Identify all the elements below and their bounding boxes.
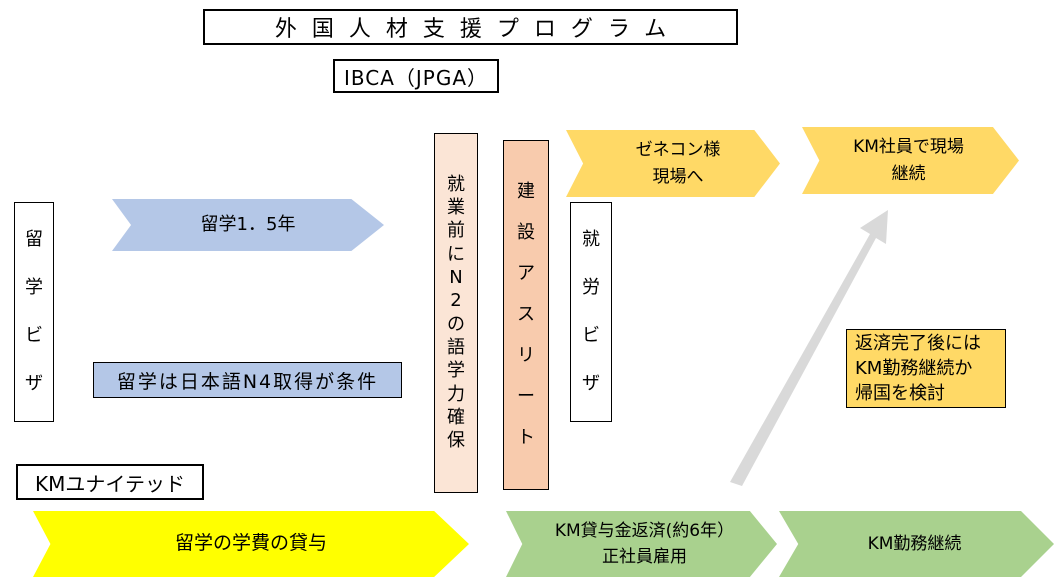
repayment-label-line1: KM貸与金返済(約6年） — [554, 520, 735, 541]
work-visa-char: 就 — [582, 229, 600, 250]
n4-condition-text: 留学は日本語N4取得が条件 — [116, 370, 379, 393]
study-visa-char: 留 — [25, 229, 43, 250]
athlete-char: ー — [517, 386, 535, 407]
n2-char: に — [447, 243, 465, 265]
n2-char: 業 — [447, 197, 465, 219]
n2-char: 2 — [450, 290, 462, 312]
km-employee-label-line2: 継続 — [891, 163, 926, 184]
work-visa-char: ビ — [582, 325, 600, 346]
repayment-label-line2: 正社員雇用 — [601, 547, 687, 567]
company-label: KMユナイテッド — [35, 471, 185, 496]
zenecon-label-line1: ゼネコン様 — [635, 140, 721, 161]
study-visa-box: 留 学 ビ ザ — [14, 202, 54, 422]
after-repayment-line1: 返済完了後には — [855, 333, 981, 354]
study-visa-char: ザ — [25, 373, 43, 394]
n2-char: 力 — [447, 383, 465, 405]
km-employee-label-line1: KM社員で現場 — [853, 137, 964, 158]
study-period-arrow: 留学1．5年 — [112, 199, 384, 251]
n2-char: N — [449, 267, 463, 289]
after-repayment-line2: KM勤務継続か — [855, 358, 973, 379]
n2-char: 学 — [447, 360, 465, 382]
n2-char: 語 — [447, 336, 465, 358]
n2-language-box: 就 業 前 に N 2 の 語 学 力 確 保 — [434, 133, 478, 493]
n2-char: 前 — [447, 220, 465, 242]
construction-athlete-box: 建 設 ア ス リ ー ト — [503, 140, 549, 490]
n2-char: 保 — [447, 430, 465, 452]
diagonal-arrow-shape — [730, 210, 888, 486]
repayment-arrow: KM貸与金返済(約6年） 正社員雇用 — [506, 511, 777, 577]
athlete-char: 建 — [517, 181, 535, 202]
study-period-label: 留学1．5年 — [200, 214, 296, 236]
after-repayment-note: 返済完了後には KM勤務継続か 帰国を検討 — [846, 329, 1006, 408]
n2-char: の — [447, 313, 465, 335]
org-label: IBCA（JPGA） — [343, 65, 489, 90]
company-box: KMユナイテッド — [16, 464, 204, 500]
n2-char: 就 — [447, 173, 465, 195]
program-title: 外国人材支援プログラム — [274, 17, 682, 42]
km-continue-label: KM勤務継続 — [867, 533, 962, 554]
zenecon-arrow: ゼネコン様 現場へ — [566, 130, 780, 197]
km-continue-arrow: KM勤務継続 — [779, 511, 1054, 577]
athlete-char: ト — [517, 427, 535, 448]
athlete-char: ア — [517, 263, 535, 284]
athlete-char: リ — [517, 345, 535, 366]
km-employee-arrow: KM社員で現場 継続 — [802, 127, 1019, 194]
org-box: IBCA（JPGA） — [333, 59, 499, 93]
program-title-box: 外国人材支援プログラム — [203, 9, 738, 45]
n2-char: 確 — [447, 406, 465, 428]
tuition-loan-label: 留学の学費の貸与 — [174, 532, 327, 555]
zenecon-label-line2: 現場へ — [652, 166, 704, 187]
work-visa-char: 労 — [582, 277, 600, 298]
athlete-char: ス — [517, 304, 535, 325]
after-repayment-line3: 帰国を検討 — [855, 383, 945, 404]
n4-condition-note: 留学は日本語N4取得が条件 — [93, 362, 402, 398]
work-visa-box: 就 労 ビ ザ — [570, 202, 612, 422]
tuition-loan-arrow: 留学の学費の貸与 — [33, 511, 469, 577]
diagonal-progress-arrow — [730, 210, 888, 486]
work-visa-char: ザ — [582, 373, 600, 394]
athlete-char: 設 — [517, 222, 535, 243]
study-visa-char: 学 — [25, 277, 43, 298]
study-visa-char: ビ — [25, 325, 43, 346]
